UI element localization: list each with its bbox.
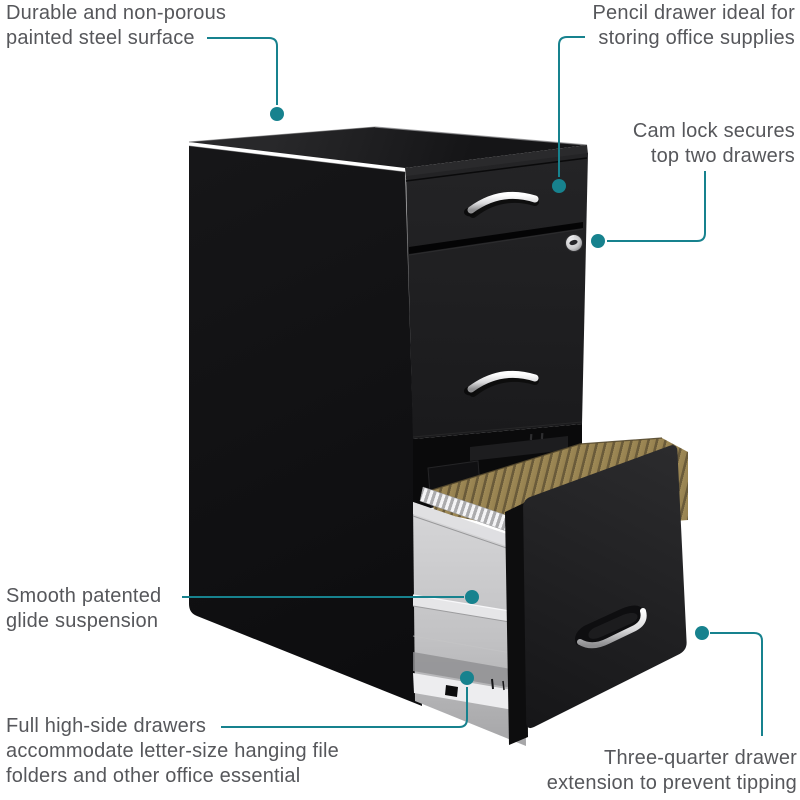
callout-dot-pencil-drawer [552,179,566,193]
callout-line-pencil-drawer [552,36,585,193]
callout-high-side-drawers: Full high-side drawers accommodate lette… [6,714,339,789]
cabinet [188,126,588,706]
callout-pencil-drawer: Pencil drawer ideal for storing office s… [593,1,795,51]
callout-text-line: extension to prevent tipping [546,772,797,794]
pencil-drawer-handle [464,191,539,218]
callout-text-line: Three-quarter drawer [604,747,797,769]
middle-drawer-handle [464,370,539,397]
callout-connectors [182,36,763,736]
callout-line-cam-lock [591,171,706,248]
callout-durable-steel: Durable and non-porous painted steel sur… [6,1,226,51]
drawer-body-silver [412,502,526,746]
callout-dot-durable [270,107,284,121]
callout-dot-high-side [460,671,474,685]
callout-text-line: accommodate letter-size hanging file [6,740,339,762]
callout-line-glide [182,590,479,604]
callout-text-line: Cam lock secures [632,120,795,142]
cam-lock [565,234,583,252]
open-drawer-handle [575,605,647,649]
callout-cam-lock: Cam lock secures top two drawers [633,119,795,169]
callout-text-line: Smooth patented [6,585,162,607]
open-drawer [412,437,688,746]
callout-line-extension [695,626,763,736]
open-drawer-front [523,445,687,729]
callout-text-line: top two drawers [650,145,795,167]
callout-text-line: Durable and non-porous [6,2,227,24]
callout-text-line: glide suspension [6,610,159,632]
callout-text-line: Full high-side drawers [6,715,207,737]
drawer-box-edge [505,502,528,745]
callout-dot-glide [465,590,479,604]
cabinet-side-panel [188,145,422,706]
drawer-divider-gap [409,222,583,254]
callout-text-line: folders and other office essential [6,765,301,787]
callout-line-high-side [221,671,474,728]
callout-dot-cam-lock [591,234,605,248]
callout-line-durable [207,37,284,121]
callout-glide-suspension: Smooth patented glide suspension [6,584,161,634]
callout-text-line: storing office supplies [598,27,795,49]
callout-text-line: Pencil drawer ideal for [592,2,795,24]
callout-drawer-extension: Three-quarter drawer extension to preven… [547,746,797,796]
bottom-glide-rail [413,673,525,712]
callout-text-line: painted steel surface [6,27,195,49]
cabinet-front-face [405,153,588,439]
callout-dot-extension [695,626,709,640]
